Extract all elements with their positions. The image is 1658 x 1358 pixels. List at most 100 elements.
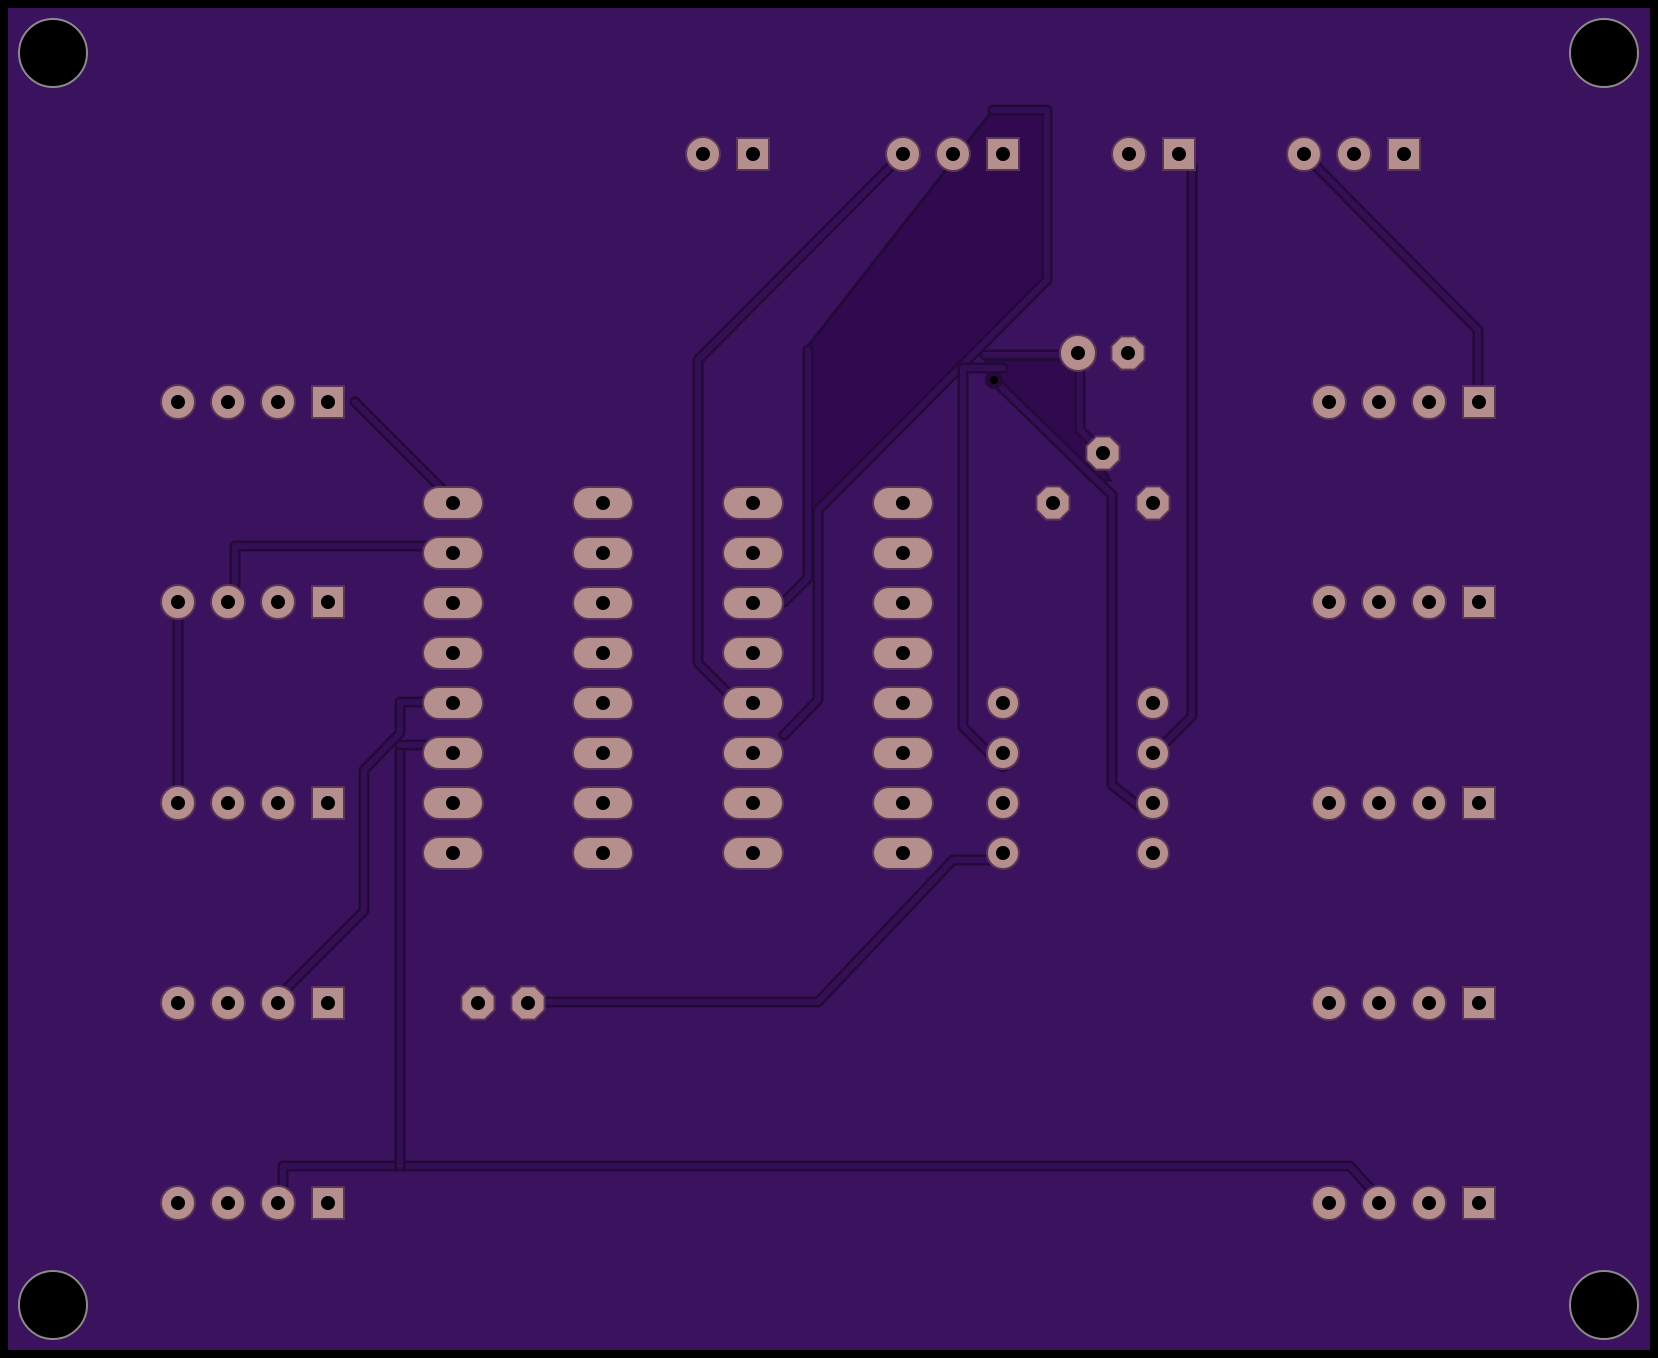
drill-hole [1322,796,1336,810]
drill-hole [746,846,760,860]
drill-hole [1472,796,1486,810]
trace [695,151,906,699]
drill-hole [896,546,910,560]
drill-hole [171,595,185,609]
trace [525,857,1006,1005]
drill-hole [1372,595,1386,609]
drill-hole [996,147,1010,161]
drill-hole [596,596,610,610]
drill-hole [171,395,185,409]
drill-hole [996,696,1010,710]
trace [781,107,1050,738]
pad-layer [160,136,1496,1221]
drill-hole [1322,395,1336,409]
drill-hole [221,996,235,1010]
mounting-hole [18,1270,88,1340]
drill-hole [1172,147,1186,161]
drill-hole [1422,395,1436,409]
drill-hole [746,496,760,510]
drill-hole [1347,147,1361,161]
trace [282,699,456,993]
drill-hole [1372,395,1386,409]
drill-hole [896,796,910,810]
drill-hole [1146,696,1160,710]
drill-hole [596,646,610,660]
trace [991,377,1143,810]
trace [960,365,1006,770]
drill-hole [446,846,460,860]
drill-hole [1372,796,1386,810]
drill-hole [1146,496,1160,510]
drill-hole [1096,446,1110,460]
drill-hole [1146,746,1160,760]
drill-hole [746,746,760,760]
trace [280,1163,1379,1198]
trace [781,347,811,605]
mounting-hole-layer [18,18,1639,1340]
drill-hole [1071,346,1085,360]
drill-hole [1297,147,1311,161]
drill-hole [596,796,610,810]
drill-hole [1046,496,1060,510]
drill-hole [896,696,910,710]
trace-layer [172,104,1484,1201]
drill-hole [896,147,910,161]
drill-hole [896,846,910,860]
drill-hole [321,1196,335,1210]
drill-hole [996,796,1010,810]
via-drill [990,376,998,384]
drill-hole [1472,595,1486,609]
drill-hole [746,596,760,610]
drill-hole [1372,1196,1386,1210]
board-substrate [8,8,1650,1350]
drill-hole [946,147,960,161]
drill-hole [171,1196,185,1210]
mounting-hole [1569,18,1639,88]
drill-hole [446,596,460,610]
drill-hole [321,796,335,810]
drill-hole [596,696,610,710]
drill-hole [596,846,610,860]
drill-hole [321,996,335,1010]
mounting-hole [1569,1270,1639,1340]
drill-hole [221,395,235,409]
drill-hole [1397,147,1411,161]
drill-hole [271,395,285,409]
drill-hole [746,546,760,560]
drill-hole [1422,796,1436,810]
drill-hole [896,646,910,660]
drill-hole [1472,1196,1486,1210]
drill-hole [171,796,185,810]
drill-hole [171,996,185,1010]
mounting-hole [18,18,88,88]
drill-hole [446,696,460,710]
drill-hole [596,496,610,510]
drill-hole [271,1196,285,1210]
drill-hole [1472,996,1486,1010]
drill-hole [696,147,710,161]
drill-hole [996,846,1010,860]
drill-hole [446,746,460,760]
drill-hole [1122,147,1136,161]
drill-hole [746,796,760,810]
drill-hole [271,996,285,1010]
drill-hole [446,496,460,510]
drill-hole [446,646,460,660]
drill-hole [1146,796,1160,810]
drill-hole [896,596,910,610]
drill-hole [321,395,335,409]
drill-hole [746,147,760,161]
square-pad [311,1186,345,1220]
drill-hole [1322,1196,1336,1210]
drill-hole [1372,996,1386,1010]
drill-hole [521,996,535,1010]
trace [1301,151,1481,405]
drill-hole [1422,1196,1436,1210]
drill-hole [271,796,285,810]
drill-hole [596,746,610,760]
drill-hole [471,996,485,1010]
drill-hole [221,796,235,810]
drill-hole [446,796,460,810]
drill-hole [1322,595,1336,609]
drill-hole [1422,996,1436,1010]
